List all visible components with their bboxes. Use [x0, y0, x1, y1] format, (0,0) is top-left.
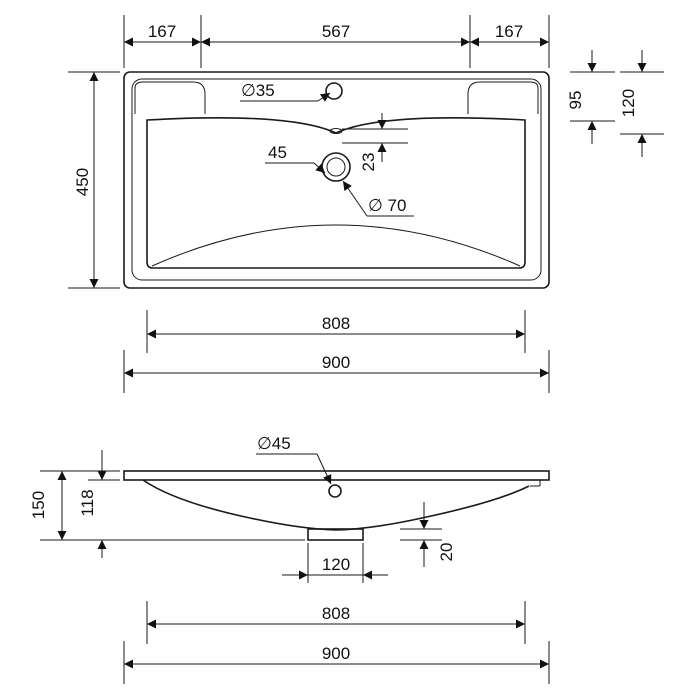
dim-drain-hole: ∅ 70 [368, 196, 406, 215]
side-bowl-profile [142, 479, 530, 531]
dim-shelf-120: 120 [619, 89, 638, 117]
overflow-slot [329, 128, 343, 134]
dim-inner-width: 808 [322, 314, 350, 333]
dim-total-height: 150 [29, 491, 48, 519]
right-shelf [467, 81, 539, 114]
drain-inner [326, 157, 346, 177]
dim-drain-offset: 45 [268, 143, 287, 162]
dim-side-drain-diameter: ∅45 [257, 434, 291, 453]
dim-height: 450 [73, 168, 92, 196]
left-shelf [134, 81, 206, 114]
dim-outer-width: 900 [322, 353, 350, 372]
basin-outer-outline [123, 71, 550, 289]
dim-side-inner-width: 808 [322, 604, 350, 623]
dim-left-margin: 167 [148, 22, 176, 41]
dim-outlet-height: 20 [437, 543, 456, 562]
dim-outlet-width: 120 [322, 555, 350, 574]
dim-middle: 567 [322, 22, 350, 41]
dim-overflow-depth: 23 [359, 153, 378, 172]
basin-inner-rim [131, 78, 542, 281]
side-view: ∅45 150 118 20 120 808 900 [29, 434, 550, 684]
side-drain-hole [328, 484, 342, 498]
dim-right-margin: 167 [495, 22, 523, 41]
bowl-inner-curve [151, 224, 521, 267]
dim-bowl-height: 118 [78, 489, 97, 516]
drain-outer [321, 152, 351, 182]
side-rim [123, 470, 550, 481]
dim-shelf-95: 95 [566, 91, 585, 110]
bowl-outline [146, 116, 526, 269]
side-outlet [307, 528, 364, 541]
top-view: 167 567 167 450 ∅35 23 45 ∅ 70 95 [68, 15, 664, 393]
dim-side-outer-width: 900 [322, 644, 350, 663]
tap-hole [325, 82, 343, 100]
dim-tap-hole: ∅35 [241, 81, 275, 100]
